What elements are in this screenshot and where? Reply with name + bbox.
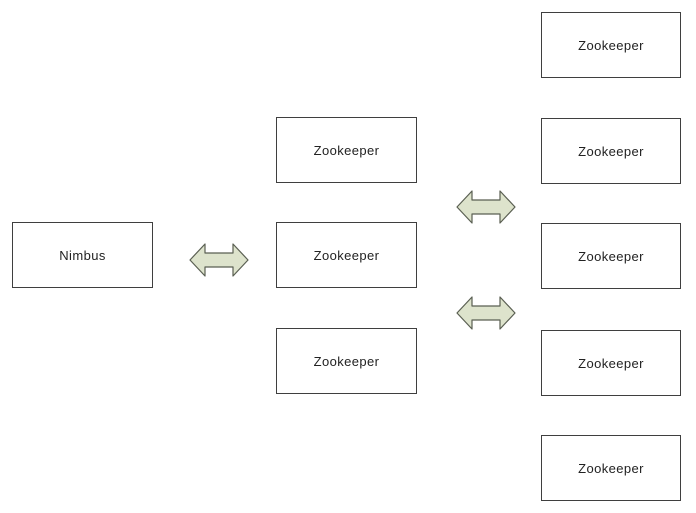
zookeeper-node-right-4: Zookeeper [541,330,681,396]
zookeeper-label: Zookeeper [578,143,644,159]
zookeeper-label: Zookeeper [578,460,644,476]
zookeeper-label: Zookeeper [313,247,380,263]
nimbus-label: Nimbus [59,247,106,263]
zookeeper-node-right-3: Zookeeper [541,223,681,289]
zookeeper-node-right-5: Zookeeper [541,435,681,501]
zookeeper-label: Zookeeper [578,248,644,264]
zookeeper-node-middle-1: Zookeeper [276,117,417,183]
zookeeper-label: Zookeeper [313,142,380,158]
zookeeper-node-right-1: Zookeeper [541,12,681,78]
zookeeper-label: Zookeeper [313,353,380,369]
zookeeper-node-middle-2: Zookeeper [276,222,417,288]
double-arrow-icon [456,295,516,331]
zookeeper-label: Zookeeper [578,355,644,371]
double-arrow-icon [456,189,516,225]
zookeeper-node-right-2: Zookeeper [541,118,681,184]
zookeeper-node-middle-3: Zookeeper [276,328,417,394]
zookeeper-label: Zookeeper [578,37,644,53]
double-arrow-icon [189,242,249,278]
nimbus-node: Nimbus [12,222,153,288]
